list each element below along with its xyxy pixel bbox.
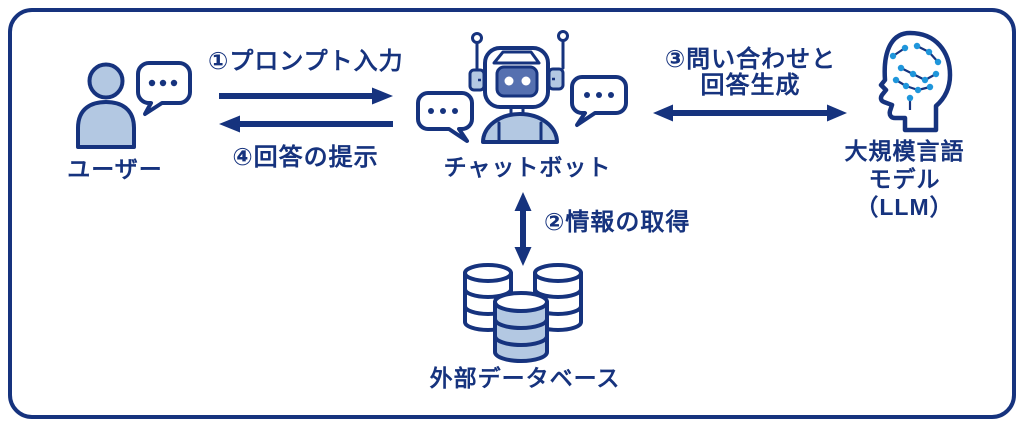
database-label: 外部データベース: [429, 365, 621, 391]
query-generate-arrow: [653, 104, 847, 122]
prompt-input-label: ①プロンプト入力: [208, 48, 404, 75]
user-label: ユーザー: [67, 156, 163, 182]
diagram-border: [8, 8, 1016, 419]
chat-bubble-left: [416, 91, 474, 143]
answer-display-label: ④回答の提示: [232, 144, 379, 171]
llm-label: 大規模言語 モデル （LLM）: [844, 138, 965, 220]
query-generate-label: ③問い合わせと 回答生成: [664, 46, 837, 99]
info-retrieval-label: ②情報の取得: [544, 209, 691, 236]
answer-display-arrow: [219, 115, 393, 133]
database-icon: [463, 263, 583, 363]
chatbot-label: チャットボット: [443, 154, 612, 180]
neural-dots: [889, 42, 942, 102]
speech-bubble: [136, 61, 192, 116]
info-retrieval-arrow: [514, 192, 532, 266]
robot-body: [481, 112, 559, 144]
llm-icon: [878, 30, 953, 133]
robot-face-screen: [495, 65, 539, 98]
chat-bubble-right: [570, 75, 628, 127]
user-icon: [76, 61, 192, 149]
chatbot-icon: [416, 30, 628, 144]
prompt-input-arrow: [219, 87, 393, 105]
person-head: [87, 62, 125, 100]
person-body: [76, 100, 136, 149]
